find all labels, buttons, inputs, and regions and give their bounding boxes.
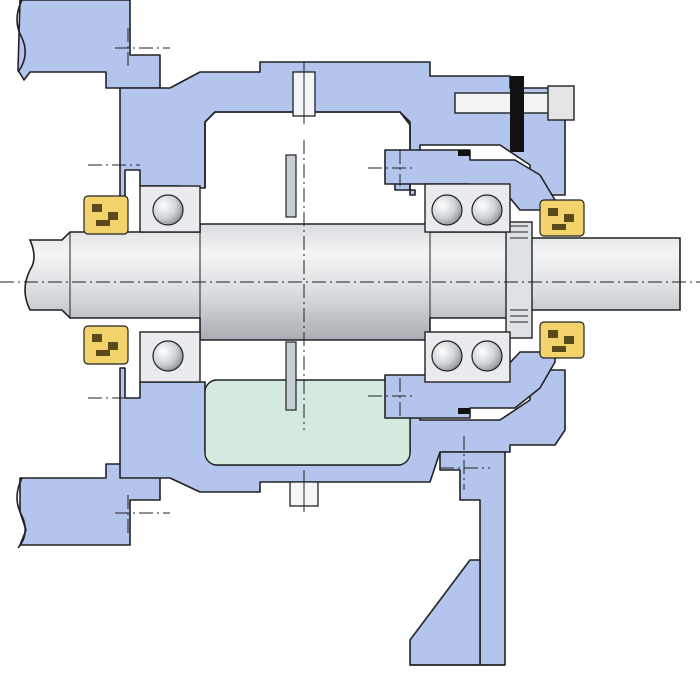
left-seal-upper <box>83 195 129 235</box>
housing-cavity-upper <box>204 111 411 190</box>
cap-screw-head <box>547 85 575 121</box>
left-bearing-upper <box>139 185 201 233</box>
oil-flinger-upper <box>285 154 297 218</box>
left-seal-lower <box>83 325 129 365</box>
oil-flinger-lower <box>285 341 297 411</box>
right-seal-upper <box>539 199 585 237</box>
right-bearing-upper <box>424 183 511 233</box>
left-flange-upper <box>17 0 161 89</box>
cap-screw <box>454 92 556 114</box>
right-seal-lower <box>539 321 585 359</box>
support-foot-base <box>409 559 481 666</box>
lock-nut <box>505 221 533 339</box>
support-foot <box>439 451 506 666</box>
left-bearing-lower <box>139 331 201 383</box>
shim-pack <box>510 76 524 152</box>
oil-reservoir <box>204 379 411 466</box>
break-line-upper <box>16 0 26 73</box>
right-bearing-lower <box>424 331 511 383</box>
lock-nut-threads <box>510 225 528 323</box>
break-line-lower <box>16 477 26 549</box>
oring-lower <box>458 408 470 414</box>
oring-upper <box>458 150 470 156</box>
